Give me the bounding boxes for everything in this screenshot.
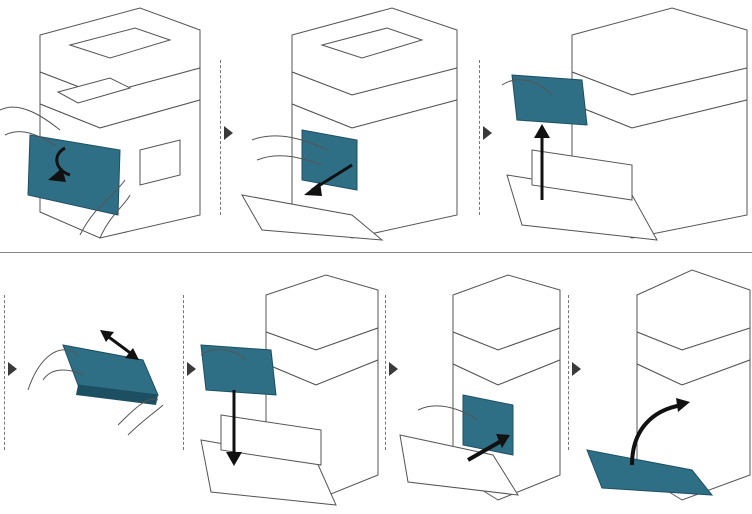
- triangle-right-icon: [8, 362, 17, 376]
- straight-arrow-icon: [304, 182, 322, 196]
- triangle-right-icon: [187, 362, 196, 376]
- triangle-right-icon: [572, 362, 581, 376]
- step-1-open-front-cover: [0, 0, 215, 245]
- shake-cartridge-illustration: [27, 330, 164, 436]
- printer-insert-cartridge-illustration: [200, 274, 379, 506]
- step-separator: [568, 295, 569, 450]
- straight-arrow-icon: [226, 452, 242, 466]
- printer-push-tray-illustration: [399, 274, 561, 501]
- row-divider: [0, 252, 752, 253]
- double-arrow-icon: [100, 330, 114, 342]
- printer-open-cover-illustration: [0, 7, 201, 239]
- straight-arrow-icon: [534, 124, 550, 138]
- step-3-lift-out-old-cartridge: [492, 0, 752, 245]
- step-separator: [385, 295, 386, 450]
- step-separator: [183, 295, 184, 450]
- printer-lift-cartridge-illustration: [501, 7, 748, 241]
- printer-pull-tray-illustration: [241, 7, 458, 241]
- step-separator: [479, 60, 480, 215]
- step-separator: [220, 60, 221, 215]
- straight-arrow-icon: [496, 434, 510, 448]
- triangle-right-icon: [224, 126, 233, 140]
- curved-arrow-icon: [676, 398, 690, 412]
- curved-arrow-icon: [48, 168, 66, 182]
- step-4-shake-new-cartridge: [18, 260, 178, 510]
- step-5-insert-new-cartridge: [196, 260, 381, 510]
- printer-close-cover-illustration: [586, 269, 751, 501]
- step-separator: [4, 295, 5, 450]
- triangle-right-icon: [483, 126, 492, 140]
- triangle-right-icon: [389, 362, 398, 376]
- step-6-push-tray-in: [398, 260, 563, 510]
- step-2-pull-out-toner-tray: [232, 0, 472, 245]
- step-7-close-front-cover: [582, 260, 752, 510]
